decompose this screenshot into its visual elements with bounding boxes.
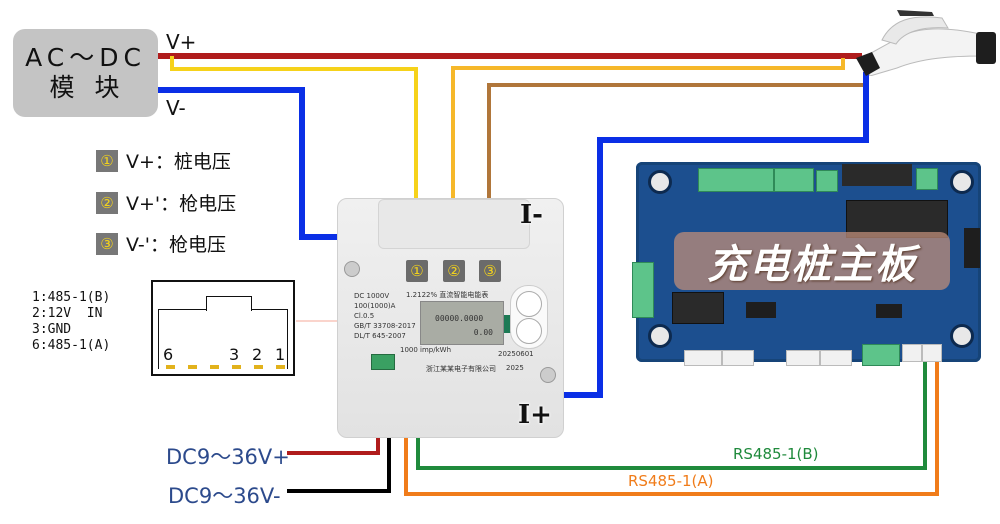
pin-number: 3	[229, 345, 240, 364]
pinout-line: 2:12V IN	[32, 306, 103, 321]
aux-minus-label: DC9～36V-	[168, 484, 281, 508]
pin-number: 2	[252, 345, 263, 364]
terminal-badge: ③	[96, 232, 118, 255]
ic-chip	[964, 228, 980, 268]
terminal-block	[862, 344, 900, 366]
terminal-3: ③	[479, 260, 501, 282]
terminal-block	[916, 168, 938, 190]
legend-item-3: ③ V-'：枪电压	[96, 230, 226, 257]
legend-text: V-'：枪电压	[126, 234, 226, 256]
terminal-block	[816, 170, 838, 192]
legend-item-1: ① V+：桩电压	[96, 147, 231, 174]
screw-icon	[344, 261, 360, 277]
legend-item-2: ② V+'：枪电压	[96, 189, 236, 216]
meter-aux-connector	[371, 354, 395, 370]
terminal-1: ①	[406, 260, 428, 282]
board-title: 充电桩主板	[674, 232, 950, 290]
acdc-module: AC～DC 模块	[13, 29, 158, 117]
wire-connector	[722, 350, 754, 366]
pinout-line: 3:GND	[32, 322, 72, 337]
meter-specs: DC 1000V 100(1000)A Cl.0.5 GB/T 33708-20…	[354, 292, 416, 340]
pin	[210, 365, 219, 369]
pin	[166, 365, 175, 369]
pin	[188, 365, 197, 369]
meter-pulse: 1000 imp/kWh	[400, 346, 452, 354]
legend-text: V+：桩电压	[126, 151, 231, 173]
wire-v-plus-to-terminal-1	[170, 56, 418, 258]
pin	[254, 365, 263, 369]
pin	[276, 365, 285, 369]
meter-serial: 20250601	[498, 350, 534, 358]
v-minus-label: V-	[166, 96, 186, 120]
mount-hole	[950, 170, 974, 194]
i-plus-label: I+	[518, 400, 552, 430]
aux-plus-label: DC9～36V+	[166, 445, 290, 469]
legend-text: V+'：枪电压	[126, 193, 237, 215]
i-minus-label: I-	[520, 200, 543, 230]
meter-seal	[504, 315, 515, 333]
rs485-connector	[922, 344, 942, 362]
acdc-module-subtitle: 模块	[49, 73, 140, 102]
v-plus-label: V+	[166, 30, 197, 54]
meter-button-up[interactable]	[516, 291, 542, 317]
side-terminal-block	[632, 262, 654, 318]
meter-button-panel	[510, 285, 548, 349]
relay	[672, 292, 724, 324]
ic-chip	[746, 302, 776, 318]
lcd-value: 0.00	[473, 328, 493, 337]
mount-hole	[648, 324, 672, 348]
screw-icon	[540, 367, 556, 383]
lcd-energy: 00000.0000	[435, 314, 484, 323]
rs485-a-label: RS485-1(A)	[628, 472, 714, 490]
pin-number: 1	[275, 345, 286, 364]
wire-meter-to-gun-minus	[510, 72, 869, 398]
pinout-line: 1:485-1(B)	[32, 290, 111, 305]
acdc-module-title: AC～DC	[25, 43, 146, 72]
pin	[232, 365, 241, 369]
meter-top-clamp	[378, 199, 530, 249]
relay	[846, 200, 948, 238]
connector-diagram: 6 3 2 1	[151, 280, 295, 376]
terminal-2: ②	[443, 260, 465, 282]
wire-connector	[684, 350, 722, 366]
connector-latch	[206, 296, 252, 311]
meter-button-down[interactable]	[516, 318, 542, 344]
mount-hole	[648, 170, 672, 194]
dc-energy-meter: ① ② ③ 1.2122% 直流智能电能表 DC 1000V 100(1000)…	[337, 198, 564, 438]
meter-year: 2025	[506, 364, 524, 372]
wire-gun-v-plus-to-terminal-2	[451, 58, 845, 258]
charger-main-board: 充电桩主板	[632, 162, 981, 366]
terminal-badge: ②	[96, 191, 118, 214]
wire-connector	[820, 350, 852, 366]
terminal-badge: ①	[96, 149, 118, 172]
ic-chip	[876, 304, 902, 318]
terminal-block	[774, 168, 814, 192]
pin-number: 6	[163, 345, 174, 364]
rs485-b-label: RS485-1(B)	[733, 445, 819, 463]
connector-housing	[158, 296, 288, 369]
meter-lcd: 00000.0000 0.00	[420, 301, 504, 345]
wire-connector	[902, 344, 922, 362]
meter-manufacturer: 浙江某某电子有限公司	[426, 365, 496, 373]
mount-hole	[950, 324, 974, 348]
meter-title: 1.2122% 直流智能电能表	[406, 291, 489, 299]
pinout-line: 6:485-1(A)	[32, 338, 111, 353]
wire-connector	[786, 350, 820, 366]
terminal-block	[698, 168, 774, 192]
power-terminal	[842, 164, 912, 186]
charging-gun-icon	[856, 10, 996, 76]
